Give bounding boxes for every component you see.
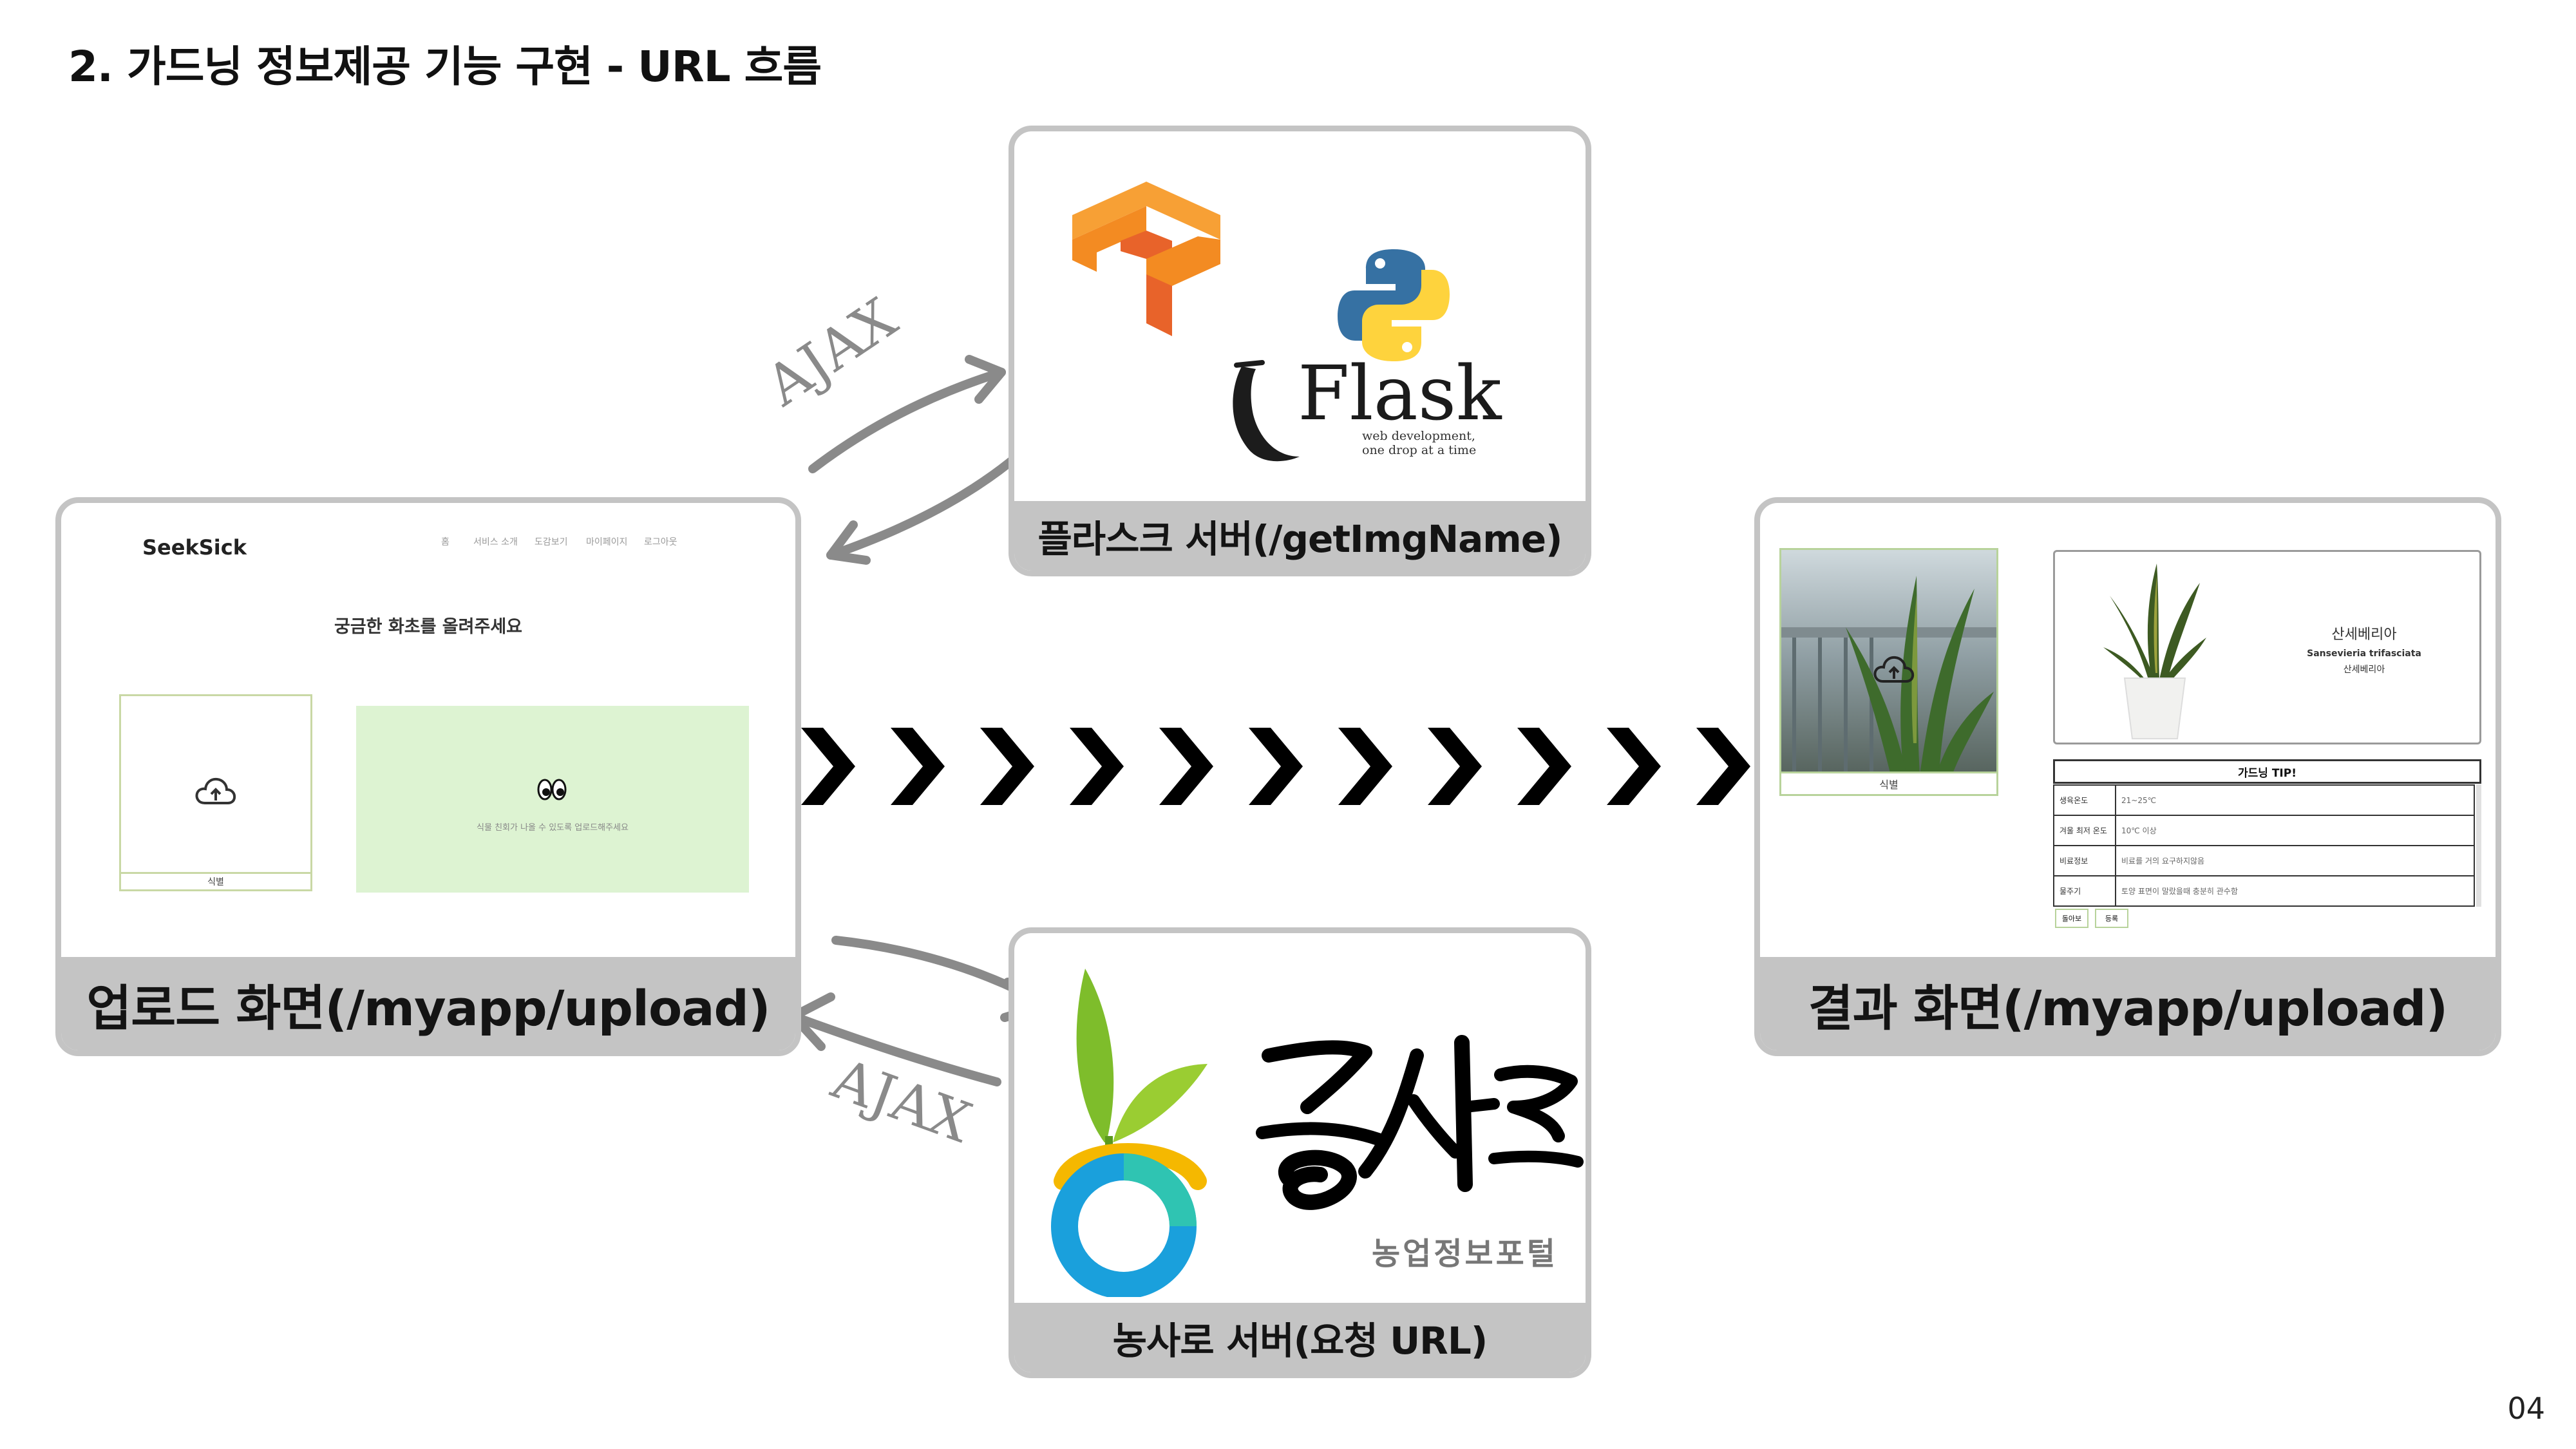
flask-tagline-2: one drop at a time xyxy=(1362,443,1477,457)
nongsaro-server-caption: 농사로 서버(요청 URL) xyxy=(1014,1303,1586,1372)
seeksick-logo: SeekSick xyxy=(142,535,247,560)
tip-value: 10℃ 이상 xyxy=(2115,815,2475,846)
flask-server-caption: 플라스크 서버(/getImgName) xyxy=(1014,501,1586,571)
nav-item-logout[interactable]: 로그아웃 xyxy=(644,537,677,547)
tip-key: 물주기 xyxy=(2053,875,2116,907)
nongsaro-server-card: 농업정보포털 농사로 서버(요청 URL) xyxy=(1009,927,1591,1378)
flask-logo: Flask xyxy=(1298,350,1502,437)
cloud-upload-icon xyxy=(195,777,236,804)
plant-name-korean-2: 산세베리아 xyxy=(2343,665,2385,675)
result-screen-card: 식별 산세베리아 Sansevieria trifasciata 산세베리아 가… xyxy=(1754,497,2501,1056)
uploaded-plant-photo: 식별 xyxy=(1779,548,1998,796)
identify-button[interactable]: 식별 xyxy=(1781,772,1996,794)
page-title: 2. 가드닝 정보제공 기능 구현 - URL 흐름 xyxy=(68,42,822,91)
tip-value: 비료를 거의 요구하지않음 xyxy=(2115,845,2475,876)
arrow-upload-to-flask xyxy=(808,368,1006,473)
register-button[interactable]: 등록 xyxy=(2095,909,2128,928)
arrow-nongsaro-to-upload xyxy=(789,1012,1001,1086)
python-logo xyxy=(1338,249,1450,361)
result-screen-caption: 결과 화면(/myapp/upload) xyxy=(1760,957,2496,1050)
plant-name-latin: Sansevieria trifasciata xyxy=(2307,649,2421,659)
nongsaro-logo xyxy=(1051,969,1208,1297)
nongsaro-calligraphy xyxy=(1256,1035,1584,1210)
chevron-arrows xyxy=(801,728,1750,805)
tip-key: 겨울 최저 온도 xyxy=(2053,815,2116,846)
gardening-tip-header: 가드닝 TIP! xyxy=(2053,759,2481,784)
plant-info-box: 산세베리아 Sansevieria trifasciata 산세베리아 xyxy=(2053,550,2481,744)
table-scrollbar[interactable] xyxy=(2476,784,2481,907)
nongsaro-portal-text: 농업정보포털 xyxy=(1372,1236,1558,1272)
upload-screen-caption: 업로드 화면(/myapp/upload) xyxy=(61,957,795,1050)
page-number: 04 xyxy=(2507,1391,2545,1426)
snake-plant-image xyxy=(2103,564,2206,739)
flask-tagline-1: web development, xyxy=(1362,429,1475,443)
nav-item-encyclopedia[interactable]: 도감보기 xyxy=(535,537,568,547)
identify-button[interactable]: 식별 xyxy=(121,872,310,889)
tip-key: 비료정보 xyxy=(2053,845,2116,876)
upload-heading: 궁금한 화초를 올려주세요 xyxy=(334,617,523,637)
flask-server-card: Flask web development, one drop at a tim… xyxy=(1009,126,1591,576)
nav-item-about[interactable]: 서비스 소개 xyxy=(473,537,518,547)
nav-item-mypage[interactable]: 마이페이지 xyxy=(586,537,628,547)
flask-horn-icon xyxy=(1233,360,1300,462)
tip-value: 토양 표면이 말랐을때 충분히 관수함 xyxy=(2115,875,2475,907)
tensorflow-logo xyxy=(1072,182,1220,336)
arrow-flask-to-upload xyxy=(826,451,1022,560)
eyes-icon xyxy=(537,779,567,800)
preview-hint-text: 식물 친회가 나올 수 있도록 업로드해주세요 xyxy=(477,823,629,833)
nav-item-home[interactable]: 홈 xyxy=(441,537,450,547)
tip-key: 생육온도 xyxy=(2053,784,2116,816)
plant-name-korean: 산세베리아 xyxy=(2331,627,2397,643)
image-drop-zone[interactable]: 식별 xyxy=(119,694,312,891)
tip-value: 21~25℃ xyxy=(2115,784,2475,816)
snake-plant-photo-leaves xyxy=(1781,576,1996,775)
cloud-upload-icon xyxy=(1873,656,1915,683)
back-button[interactable]: 돌아보 xyxy=(2055,909,2088,928)
upload-screen-card: SeekSick 홈 서비스 소개 도감보기 마이페이지 로그아웃 궁금한 화초… xyxy=(55,497,801,1056)
result-preview-panel: 식물 친회가 나올 수 있도록 업로드해주세요 xyxy=(356,706,749,893)
